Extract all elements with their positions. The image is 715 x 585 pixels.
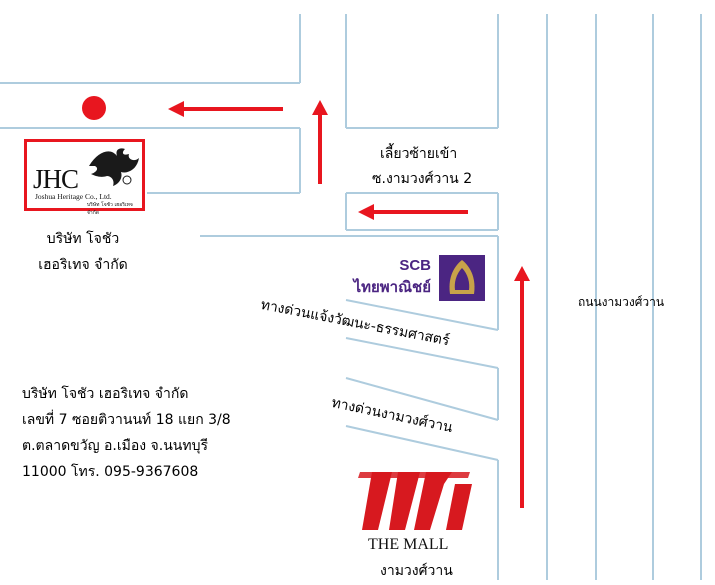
- arrow-up-main-road-icon: [514, 266, 530, 508]
- eagle-icon: [89, 148, 139, 186]
- company-logo-thai: บริษัท โจชัว เฮอริเทจ จำกัด: [87, 202, 133, 216]
- main-road-label: ถนนงามวงศ์วาน: [578, 295, 665, 309]
- address-block: บริษัท โจชัว เฮอริเทจ จำกัด เลขที่ 7 ซอย…: [22, 381, 231, 485]
- address-line2: เลขที่ 7 ซอยติวานนท์ 18 แยก 3/8: [22, 412, 231, 428]
- arrow-up-icon: [312, 100, 328, 184]
- arrow-left-middle-icon: [358, 204, 468, 220]
- address-line3: ต.ตลาดขวัญ อ.เมือง จ.นนทบุรี: [22, 438, 208, 454]
- mall-branch: งามวงศ์วาน: [380, 563, 453, 579]
- company-logo-letters: JHC: [33, 164, 79, 194]
- company-logo: JHC Joshua Heritage Co., Ltd. บริษัท โจช…: [24, 139, 145, 216]
- route-arrows: [168, 100, 530, 508]
- destination-marker-icon: [82, 96, 106, 120]
- scb-emblem-shape: [439, 255, 485, 301]
- address-line4: 11000 โทร. 095-9367608: [22, 464, 199, 480]
- company-logo-english: Joshua Heritage Co., Ltd.: [35, 192, 112, 201]
- company-name-line1: บริษัท โจชัว: [46, 231, 120, 247]
- turn-left-label-line1: เลี้ยวซ้ายเข้า: [380, 146, 458, 162]
- arrow-left-top-icon: [168, 101, 283, 117]
- turn-left-label-line2: ซ.งามวงศ์วาน 2: [372, 171, 473, 187]
- scb-thai-name: ไทยพาณิชย์: [353, 278, 431, 296]
- company-name-line2: เฮอริเทจ จำกัด: [38, 257, 128, 273]
- scb-landmark: SCB ไทยพาณิชย์: [339, 255, 485, 301]
- address-line1: บริษัท โจชัว เฮอริเทจ จำกัด: [22, 386, 189, 402]
- road-lines: [0, 14, 702, 580]
- the-mall-logo-icon: [358, 472, 472, 530]
- mall-name: THE MALL: [368, 536, 449, 553]
- scb-word: SCB: [399, 257, 431, 274]
